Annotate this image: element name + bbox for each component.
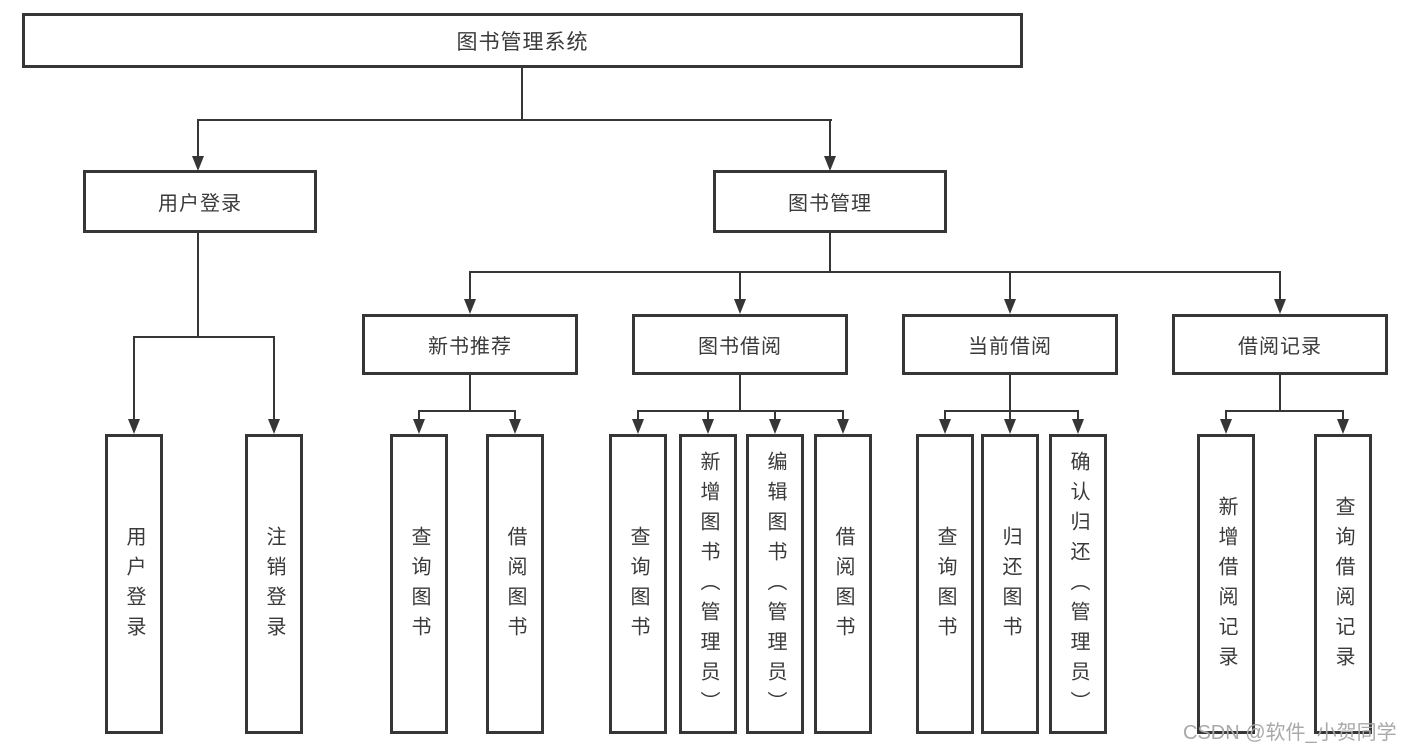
leaf-user-login: 用户登录 (105, 434, 163, 734)
connector-drop (944, 410, 946, 419)
node-book-management: 图书管理 (713, 170, 947, 233)
node-book-management-label: 图书管理 (788, 193, 872, 215)
arrowhead-icon (464, 299, 476, 314)
leaf-nb-query-books-label: 查询图书 (408, 526, 430, 646)
connector-drop (1009, 271, 1011, 299)
connector-drop (707, 410, 709, 419)
connector-trunk (1009, 375, 1011, 410)
node-user-login-label: 用户登录 (158, 193, 242, 215)
arrowhead-icon (734, 299, 746, 314)
arrowhead-icon (702, 419, 714, 434)
leaf-nb-borrow-books-label: 借阅图书 (504, 526, 526, 646)
leaf-cb-confirm-return-admin-label: 确认归还（管理员） (1067, 451, 1089, 721)
node-book-borrowing: 图书借阅 (632, 314, 848, 375)
connector-drop (469, 271, 471, 299)
connector-trunk (829, 233, 831, 271)
node-new-book-recommendation-label: 新书推荐 (428, 336, 512, 358)
leaf-user-login-label: 用户登录 (123, 526, 145, 646)
leaf-logout-login-label: 注销登录 (263, 526, 285, 646)
leaf-cb-query-books-label: 查询图书 (934, 526, 956, 646)
csdn-watermark: CSDN @软件_小贺同学 (1183, 722, 1397, 744)
connector-drop (1342, 410, 1344, 419)
connector-drop (133, 336, 135, 419)
node-borrowing-records: 借阅记录 (1172, 314, 1388, 375)
node-current-borrowing: 当前借阅 (902, 314, 1118, 375)
arrowhead-icon (128, 419, 140, 434)
connector-drop (739, 271, 741, 299)
arrowhead-icon (837, 419, 849, 434)
leaf-bb-borrow-books-label: 借阅图书 (832, 526, 854, 646)
connector-drop (774, 410, 776, 419)
arrowhead-icon (1004, 419, 1016, 434)
connector-drop (637, 410, 639, 419)
leaf-br-add-borrow-record-label: 新增借阅记录 (1215, 496, 1237, 676)
node-current-borrowing-label: 当前借阅 (968, 336, 1052, 358)
leaf-nb-query-books: 查询图书 (390, 434, 448, 734)
connector-bus (197, 119, 832, 121)
connector-bus (133, 336, 274, 338)
arrowhead-icon (1220, 419, 1232, 434)
node-user-login: 用户登录 (83, 170, 317, 233)
connector-bus (1225, 410, 1344, 412)
leaf-br-query-borrow-record-label: 查询借阅记录 (1332, 496, 1354, 676)
leaf-bb-edit-books-admin: 编辑图书（管理员） (746, 434, 804, 734)
node-library-system: 图书管理系统 (22, 13, 1023, 68)
arrowhead-icon (192, 156, 204, 171)
leaf-bb-query-books: 查询图书 (609, 434, 667, 734)
connector-trunk (739, 375, 741, 410)
leaf-br-query-borrow-record: 查询借阅记录 (1314, 434, 1372, 734)
connector-drop (842, 410, 844, 419)
leaf-bb-add-books-admin: 新增图书（管理员） (679, 434, 737, 734)
leaf-logout-login: 注销登录 (245, 434, 303, 734)
arrowhead-icon (1004, 299, 1016, 314)
connector-drop (514, 410, 516, 419)
arrowhead-icon (939, 419, 951, 434)
arrowhead-icon (824, 156, 836, 171)
connector-drop (1009, 410, 1011, 419)
connector-trunk (197, 233, 199, 336)
connector-bus (637, 410, 844, 412)
node-borrowing-records-label: 借阅记录 (1238, 336, 1322, 358)
connector-trunk (521, 68, 523, 119)
arrowhead-icon (413, 419, 425, 434)
leaf-cb-return-books: 归还图书 (981, 434, 1039, 734)
leaf-bb-edit-books-admin-label: 编辑图书（管理员） (764, 451, 786, 721)
leaf-cb-query-books: 查询图书 (916, 434, 974, 734)
leaf-br-add-borrow-record: 新增借阅记录 (1197, 434, 1255, 734)
connector-drop (273, 336, 275, 419)
arrowhead-icon (632, 419, 644, 434)
arrowhead-icon (769, 419, 781, 434)
node-new-book-recommendation: 新书推荐 (362, 314, 578, 375)
leaf-nb-borrow-books: 借阅图书 (486, 434, 544, 734)
connector-drop (829, 119, 831, 156)
connector-drop (1225, 410, 1227, 419)
node-book-borrowing-label: 图书借阅 (698, 336, 782, 358)
arrowhead-icon (268, 419, 280, 434)
connector-drop (1077, 410, 1079, 419)
connector-bus (418, 410, 516, 412)
arrowhead-icon (1337, 419, 1349, 434)
connector-trunk (469, 375, 471, 410)
connector-drop (418, 410, 420, 419)
connector-trunk (1279, 375, 1281, 410)
connector-drop (1279, 271, 1281, 299)
connector-bus (469, 271, 1280, 273)
leaf-cb-confirm-return-admin: 确认归还（管理员） (1049, 434, 1107, 734)
connector-drop (197, 119, 199, 156)
leaf-bb-add-books-admin-label: 新增图书（管理员） (697, 451, 719, 721)
leaf-cb-return-books-label: 归还图书 (999, 526, 1021, 646)
connector-bus (944, 410, 1079, 412)
leaf-bb-query-books-label: 查询图书 (627, 526, 649, 646)
leaf-bb-borrow-books: 借阅图书 (814, 434, 872, 734)
arrowhead-icon (509, 419, 521, 434)
node-library-system-label: 图书管理系统 (456, 30, 589, 54)
arrowhead-icon (1072, 419, 1084, 434)
arrowhead-icon (1274, 299, 1286, 314)
